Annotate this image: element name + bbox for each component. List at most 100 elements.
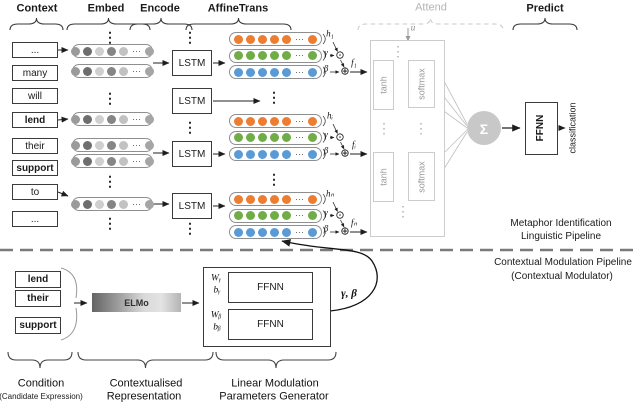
vertical-ellipsis: ⋮ (391, 43, 405, 59)
lstm-box: LSTM (172, 50, 212, 76)
h-to-mult-arrow (332, 123, 338, 134)
tick (322, 115, 326, 127)
elementwise-add-icon: ⊕ (340, 225, 350, 238)
tanh-box (373, 60, 394, 110)
unit-dot (246, 116, 255, 126)
unit-dot (270, 194, 279, 204)
u-label: u (410, 22, 416, 33)
unit-dot (282, 116, 291, 126)
context-word: to (30, 186, 40, 198)
tick (322, 50, 326, 61)
header-attend: Attend (415, 1, 447, 14)
unit-dot (258, 51, 267, 60)
lstm-label: LSTM (178, 95, 206, 107)
unit-dot (83, 114, 92, 124)
context-word: many (22, 67, 48, 79)
unit-dot (119, 156, 128, 166)
ffnn-beta-box: FFNN (228, 309, 313, 340)
ellipsis-h: ⋯ (295, 148, 304, 159)
unit-dot (83, 199, 92, 209)
ellipsis-h: ⋯ (295, 33, 304, 44)
elementwise-add-icon: ⊕ (340, 147, 350, 160)
candidate-word-box: support (15, 317, 61, 334)
beta-label: β (323, 63, 329, 74)
gamma-beta-label: γ, β (341, 287, 357, 300)
unit-dot (83, 46, 92, 56)
elementwise-multiply-icon: ⊙ (335, 49, 345, 61)
hidden-state-row: ⋯ (229, 192, 322, 206)
unit-dot (282, 194, 291, 204)
candidate-word-box: lend (15, 271, 61, 288)
gamma-beta-arrow (281, 239, 378, 312)
tanh-box (373, 152, 394, 202)
section-label-parameters-generator: Parameters Generator (219, 390, 329, 403)
unit-dot (282, 211, 291, 220)
ffnn-label: FFNN (257, 319, 284, 330)
lstm-box: LSTM (172, 141, 212, 167)
unit-dot (234, 116, 243, 126)
mult-to-add-arrow (340, 141, 345, 150)
brace-attend (357, 17, 504, 31)
sum-label: Σ (479, 121, 489, 137)
hidden-state-row: ⋯ (229, 114, 322, 128)
unit-dot (83, 140, 92, 150)
f-label: fᵢ (352, 139, 356, 150)
unit-dot (95, 46, 104, 56)
unit-dot (282, 34, 291, 44)
context-word: their (25, 140, 45, 152)
brace-predict (512, 17, 578, 31)
ffnn-label: FFNN (257, 282, 284, 293)
unit-dot (270, 34, 279, 44)
unit-dot (145, 199, 154, 209)
brace-linear-modulation (215, 351, 337, 369)
ellipsis-h: ⋯ (132, 113, 141, 124)
ellipsis-h: ⋯ (132, 65, 141, 76)
mult-to-add-arrow (340, 59, 345, 68)
arrow (57, 190, 69, 197)
gamma-label: γ (324, 129, 328, 140)
unit-dot (308, 149, 317, 159)
ellipsis-h: ⋯ (295, 50, 304, 60)
softmax-label: softmax (416, 160, 426, 193)
vertical-ellipsis: ⋮ (267, 89, 281, 105)
pipeline-caption-bottom: (Contextual Modulator) (511, 271, 613, 282)
unit-dot (270, 67, 279, 77)
beta-row: ⋯ (229, 147, 322, 161)
embedding-row: ⋯ (71, 44, 154, 58)
embedding-row: ⋯ (71, 112, 154, 126)
candidate-word: their (27, 293, 49, 304)
brace-context (9, 17, 64, 31)
classification-label: classification (567, 102, 578, 154)
elmo-label: ELMo (124, 297, 149, 308)
lstm-box: LSTM (172, 193, 212, 219)
unit-dot (119, 114, 128, 124)
unit-dot (282, 149, 291, 159)
unit-dot (145, 46, 154, 56)
unit-dot (308, 34, 317, 44)
vertical-ellipsis: ⋮ (183, 220, 197, 236)
unit-dot (95, 66, 104, 76)
beta-row: ⋯ (229, 225, 322, 239)
unit-dot (145, 66, 154, 76)
lstm-label: LSTM (178, 57, 206, 69)
unit-dot (107, 156, 116, 166)
elmo-box: ELMo (92, 293, 181, 312)
unit-dot (246, 211, 255, 220)
context-word: ... (30, 44, 40, 56)
f-label: fₙ (350, 217, 358, 228)
gamma-row: ⋯ (229, 130, 322, 145)
unit-dot (282, 227, 291, 237)
unit-dot (246, 67, 255, 77)
gamma-row: ⋯ (229, 208, 322, 223)
unit-dot (234, 194, 243, 204)
context-word-box: support (12, 160, 58, 176)
unit-dot (107, 199, 116, 209)
hidden-state-row: ⋯ (229, 32, 322, 46)
tick (322, 148, 326, 160)
unit-dot (145, 114, 154, 124)
elementwise-add-icon: ⊕ (340, 65, 350, 78)
ellipsis-h: ⋯ (132, 139, 141, 150)
ellipsis-h: ⋯ (295, 226, 304, 237)
context-word-box: will (12, 88, 58, 104)
